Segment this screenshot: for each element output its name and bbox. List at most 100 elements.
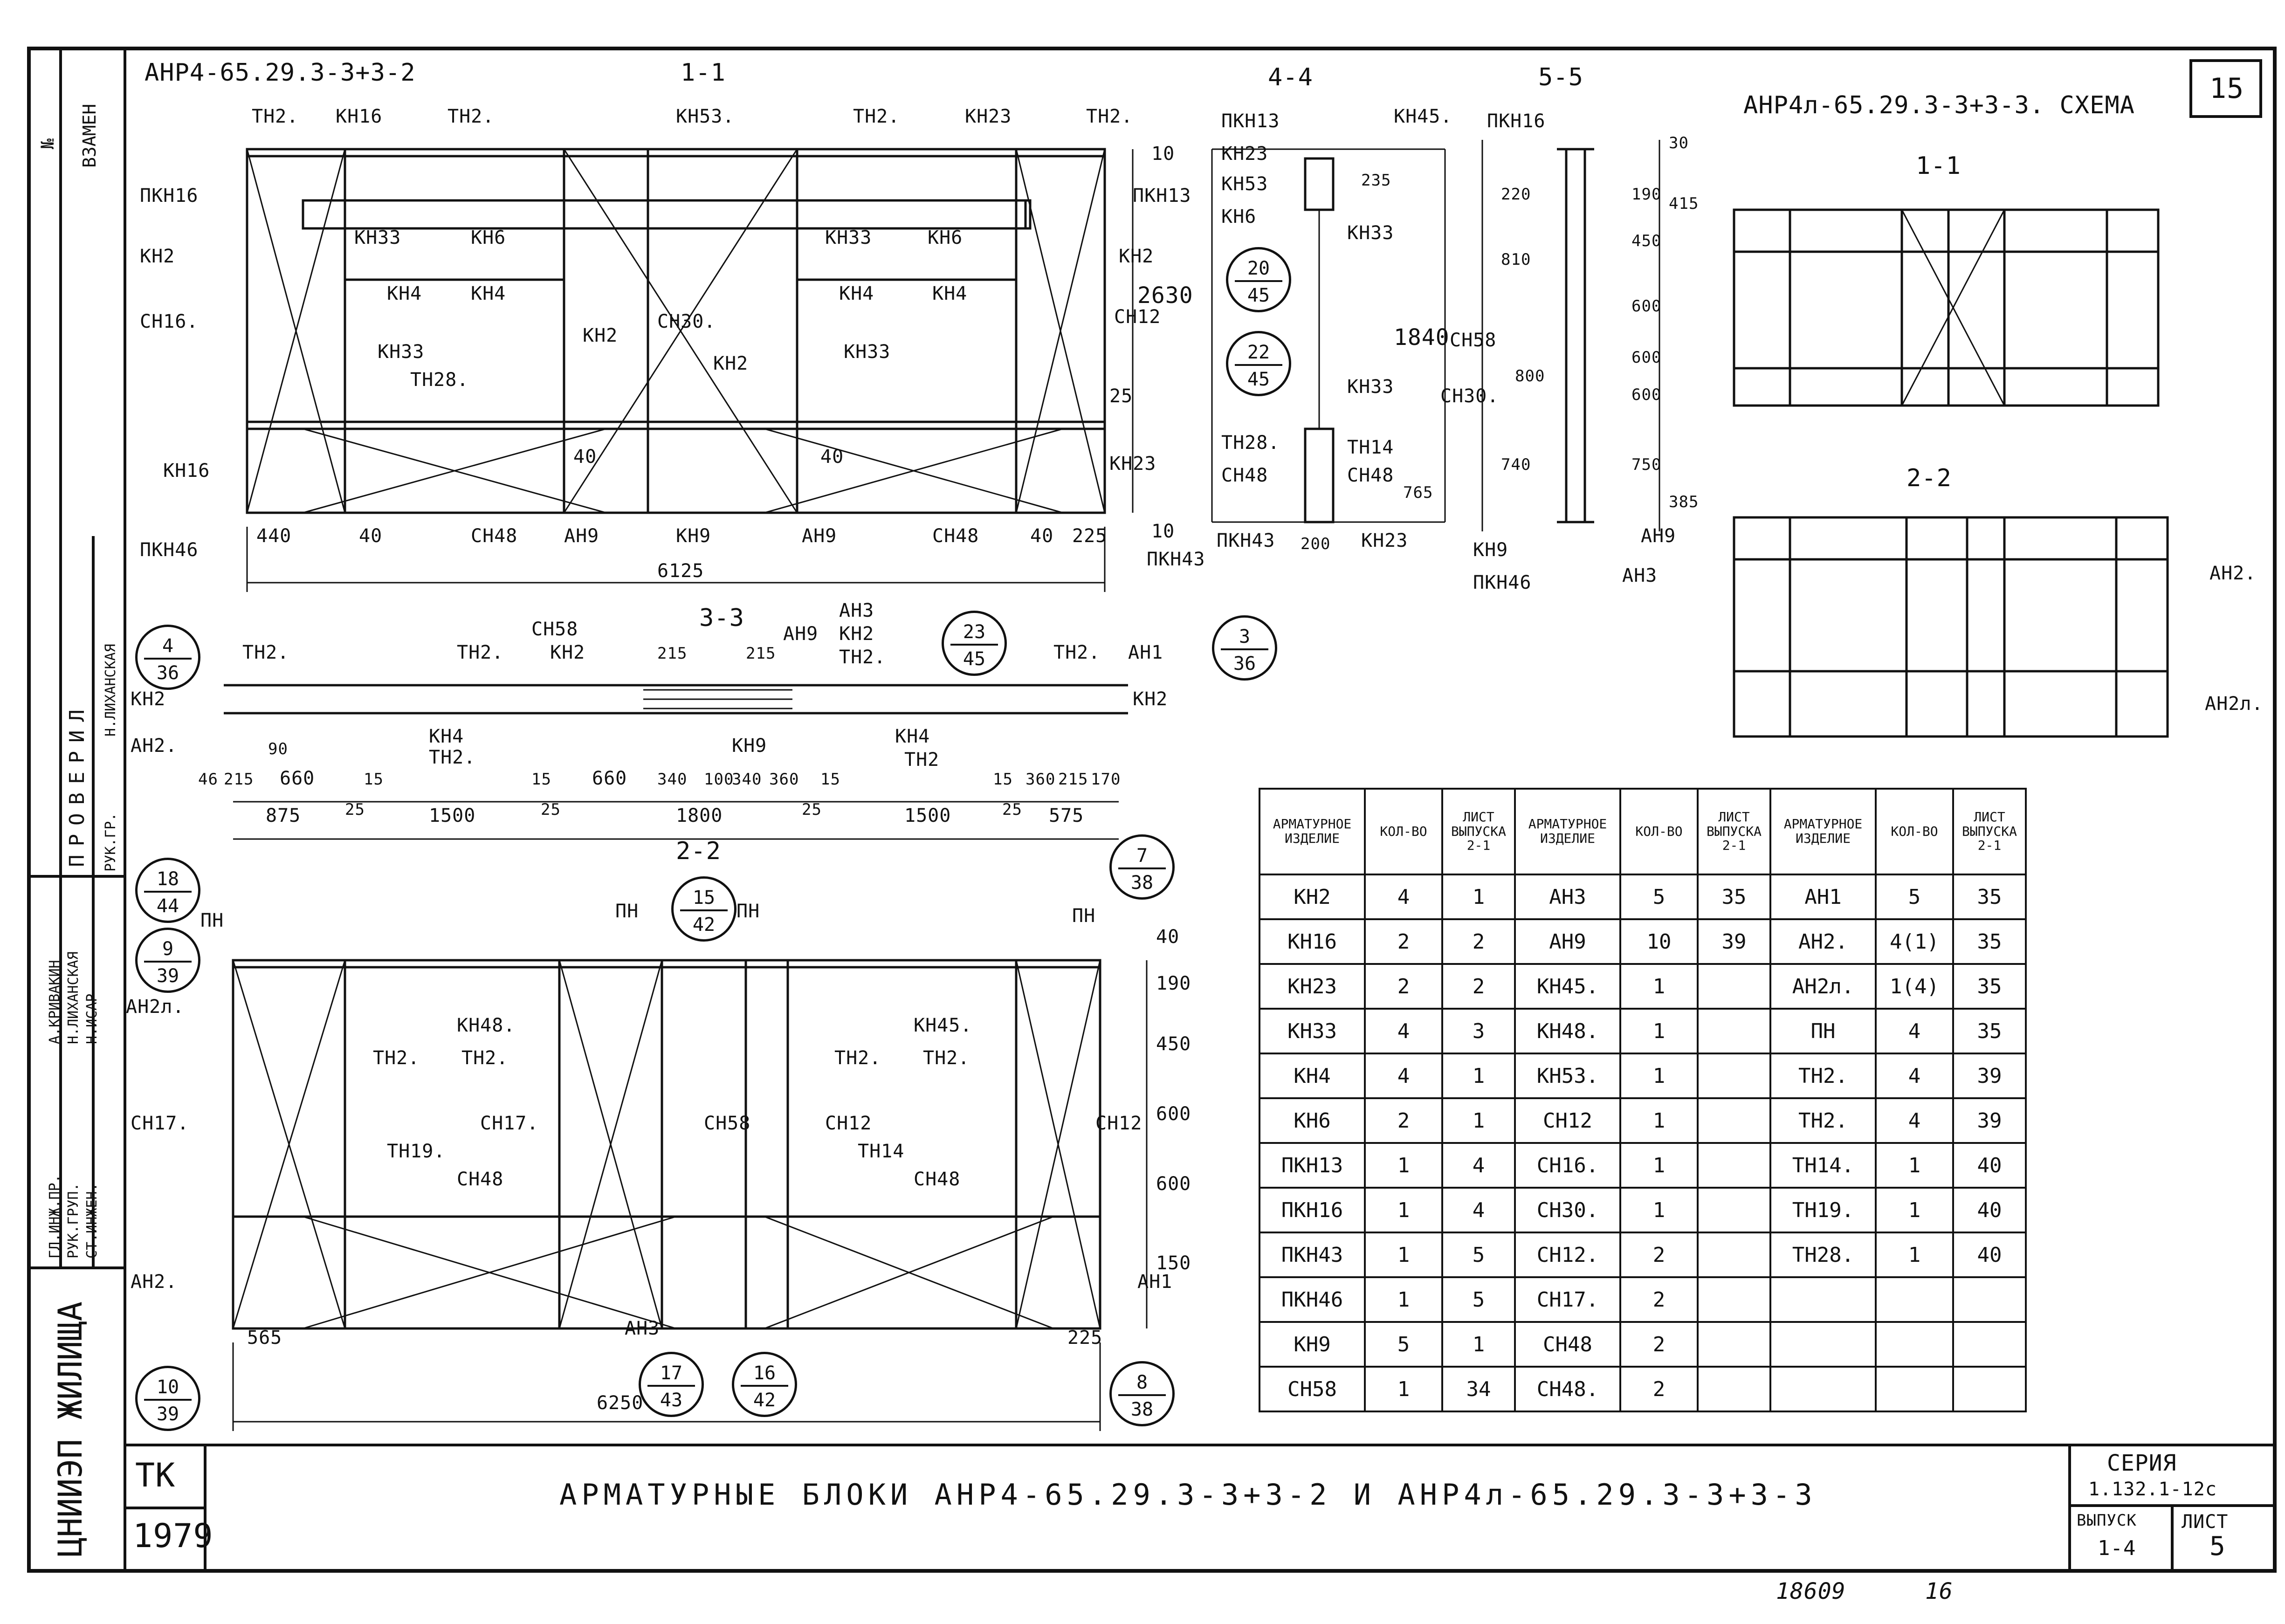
section-3-3-title: 3-3 bbox=[699, 604, 744, 632]
number-sign: № bbox=[37, 138, 58, 149]
table-cell: 1 bbox=[1619, 1008, 1699, 1054]
table-cell bbox=[1697, 1321, 1771, 1368]
label-kn23-a: КН23 bbox=[965, 106, 1012, 127]
label-tn2-l: ТН2. bbox=[461, 1047, 509, 1069]
dim-190-a: 190 bbox=[1156, 973, 1191, 994]
label-tn2-g: ТН2. bbox=[839, 647, 886, 668]
table-cell: 2 bbox=[1364, 963, 1443, 1010]
table-cell: 1 bbox=[1875, 1232, 1954, 1278]
dim-25-c: 25 bbox=[541, 800, 561, 819]
label-kn2-f: КН2 bbox=[839, 623, 874, 645]
label-kn4-e: КН4 bbox=[429, 726, 464, 747]
label-tn2-c: ТН2. bbox=[853, 106, 900, 127]
dim-40-b: 40 bbox=[1030, 525, 1054, 547]
staff-name-3: Н.ИСАР bbox=[84, 993, 100, 1044]
page-number: 15 bbox=[2209, 72, 2244, 105]
label-sn16: СН16. bbox=[140, 311, 199, 332]
table-cell: КН2 bbox=[1259, 874, 1366, 920]
table-cell bbox=[1697, 1276, 1771, 1323]
table-cell: 4 bbox=[1441, 1142, 1516, 1189]
label-tn28-a: ТН28. bbox=[410, 369, 469, 391]
table-cell: 1 bbox=[1364, 1232, 1443, 1278]
table-header-row: АРМАТУРНОЕ ИЗДЕЛИЕ КОЛ-ВО ЛИСТ ВЫПУСКА 2… bbox=[1259, 788, 2027, 875]
table-cell: 5 bbox=[1364, 1321, 1443, 1368]
label-an2-a: АН2. bbox=[131, 735, 178, 757]
dim-385: 385 bbox=[1669, 493, 1699, 511]
header-sheet: ЛИСТ ВЫПУСКА 2-1 bbox=[1697, 788, 1771, 875]
dim-660-b: 660 bbox=[592, 768, 627, 789]
table-cell: 1 bbox=[1364, 1187, 1443, 1233]
label-kn6-a: КН6 bbox=[471, 227, 506, 248]
label-an1-b: АН1 bbox=[1137, 1271, 1173, 1293]
staff-role-3: СТ.ИНЖЕН. bbox=[84, 1183, 100, 1259]
table-cell: ТН2. bbox=[1769, 1053, 1877, 1099]
specification-table: АРМАТУРНОЕ ИЗДЕЛИЕ КОЛ-ВО ЛИСТ ВЫПУСКА 2… bbox=[1259, 788, 2027, 1412]
table-cell: КН53. bbox=[1514, 1053, 1621, 1099]
dim-46: 46 bbox=[198, 770, 218, 789]
label-sn48-e: СН48 bbox=[1221, 465, 1268, 486]
issue-label: ВЫПУСК bbox=[2077, 1511, 2137, 1530]
table-cell: 40 bbox=[1952, 1142, 2027, 1189]
dim-190-b: 190 bbox=[1631, 185, 1662, 204]
table-cell bbox=[1875, 1321, 1954, 1368]
label-pn-c: ПН bbox=[736, 901, 760, 922]
sheet-title: АРМАТУРНЫЕ БЛОКИ АНР4-65.29.3-3+3-2 И АН… bbox=[559, 1478, 1817, 1512]
view-5-5 bbox=[1481, 140, 1660, 531]
label-kn23-c: КН23 bbox=[1221, 143, 1268, 165]
dim-100: 100 bbox=[704, 770, 734, 789]
vzamen-label: ВЗАМЕН bbox=[79, 103, 100, 168]
dim-600-a: 600 bbox=[1156, 1103, 1191, 1125]
table-cell bbox=[1875, 1366, 1954, 1412]
table-cell: АН1 bbox=[1769, 874, 1877, 920]
scheme-2-2-title: 2-2 bbox=[1906, 464, 1952, 492]
dim-810: 810 bbox=[1501, 250, 1531, 269]
table-cell: СН30. bbox=[1514, 1187, 1621, 1233]
table-cell: 35 bbox=[1697, 874, 1771, 920]
view-2-2 bbox=[232, 959, 1148, 1431]
label-tn2-d: ТН2. bbox=[1086, 106, 1133, 127]
dim-215-c: 215 bbox=[657, 644, 688, 663]
label-pkn43-a: ПКН43 bbox=[1147, 549, 1205, 570]
dim-90: 90 bbox=[268, 740, 288, 758]
table-cell: АН2. bbox=[1769, 918, 1877, 965]
label-kn33-b: КН33 bbox=[825, 227, 872, 248]
label-an2l-b: АН2л. bbox=[2205, 693, 2264, 715]
table-cell: 2 bbox=[1441, 963, 1516, 1010]
table-cell: 35 bbox=[1952, 918, 2027, 965]
table-cell: 4 bbox=[1875, 1053, 1954, 1099]
dim-340-a: 340 bbox=[657, 770, 688, 789]
label-an9-d: АН9 bbox=[1641, 525, 1676, 547]
dim-10-a: 10 bbox=[1151, 143, 1175, 165]
table-cell: ПКН13 bbox=[1259, 1142, 1366, 1189]
dim-440: 440 bbox=[256, 525, 292, 547]
table-cell: 1 bbox=[1619, 1097, 1699, 1144]
label-kn6-c: КН6 bbox=[1221, 206, 1257, 227]
table-cell: ТН19. bbox=[1769, 1187, 1877, 1233]
table-cell: 5 bbox=[1875, 874, 1954, 920]
label-pkn16-b: ПКН16 bbox=[1487, 110, 1546, 132]
label-tn14-b: ТН14 bbox=[1347, 437, 1394, 458]
dim-10-b: 10 bbox=[1151, 521, 1175, 542]
dim-40-e: 40 bbox=[1156, 926, 1180, 948]
table-cell: КН48. bbox=[1514, 1008, 1621, 1054]
table-cell: 4 bbox=[1875, 1008, 1954, 1054]
label-an9-a: АН9 bbox=[564, 525, 599, 547]
scheme-title: АНР4л-65.29.3-3+3-3. СХЕМА bbox=[1743, 91, 2135, 119]
table-cell bbox=[1697, 1142, 1771, 1189]
table-cell bbox=[1697, 1232, 1771, 1278]
label-sn48-a: СН48 bbox=[471, 525, 518, 547]
table-cell: 4 bbox=[1364, 1053, 1443, 1099]
dim-200: 200 bbox=[1301, 535, 1331, 553]
table-cell: ПКН43 bbox=[1259, 1232, 1366, 1278]
table-cell bbox=[1697, 1053, 1771, 1099]
label-kn33-d: КН33 bbox=[844, 341, 891, 363]
tk-label: ТК bbox=[135, 1456, 176, 1494]
sheet-label: ЛИСТ bbox=[2182, 1511, 2229, 1533]
table-cell: СН12. bbox=[1514, 1232, 1621, 1278]
table-cell: ПН bbox=[1769, 1008, 1877, 1054]
